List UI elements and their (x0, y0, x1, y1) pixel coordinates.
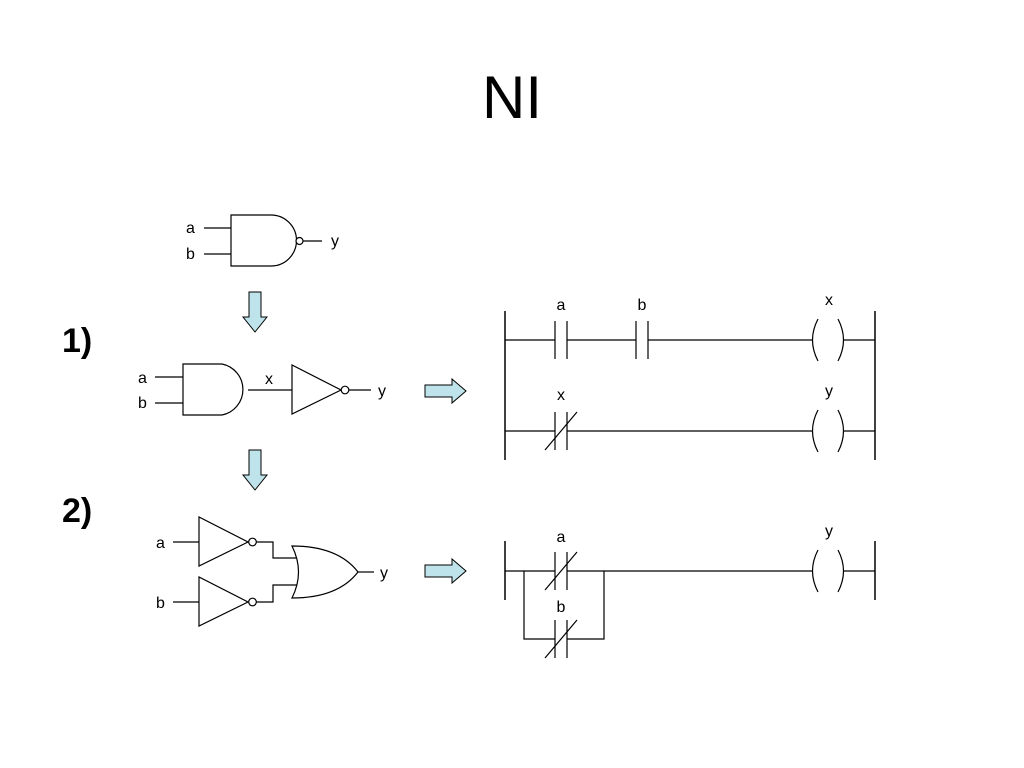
input-a-label: a (138, 370, 147, 387)
nand-output-y-label: y (331, 233, 339, 250)
contact-x-slash (544, 411, 578, 451)
coil-y-label: y (825, 383, 833, 400)
coil-y-label: y (825, 523, 833, 540)
coil-x-label: x (825, 292, 833, 309)
rung-2: x y (505, 383, 875, 453)
ladder-diagram-2: a b y (504, 523, 876, 659)
input-a-label: a (156, 535, 165, 552)
not-gate-b (198, 576, 250, 627)
contact-b-label: b (557, 599, 566, 616)
contact-a-label: a (557, 297, 566, 314)
parallel-branch (523, 571, 555, 640)
rung-1: a b x (505, 292, 875, 362)
coil-y (811, 409, 845, 453)
input-b-label: b (138, 395, 147, 412)
contact-x-label: x (557, 387, 565, 404)
nand-gate-body (230, 214, 298, 267)
not-bubble-b (248, 597, 257, 607)
step-1-label: 1) (62, 322, 92, 360)
coil-x (811, 318, 845, 362)
nand-input-b-label: b (186, 246, 195, 263)
contact-a-slash (544, 551, 578, 591)
ladder-diagram-1: a b x x y (504, 292, 876, 460)
nand-gate-diagram: a b y (186, 214, 339, 267)
slide-title: NI (482, 64, 542, 131)
down-arrow-1 (241, 291, 269, 333)
and-not-gate-diagram: a b x y (138, 363, 386, 416)
and-gate-body (182, 363, 244, 416)
parallel-branch-return (567, 571, 605, 640)
contact-b-label: b (638, 297, 647, 314)
not-bubble (340, 385, 350, 395)
wire-not-a-to-or (256, 541, 298, 559)
not-gate-a (198, 516, 250, 567)
output-y-label: y (378, 383, 386, 400)
nand-input-a-label: a (186, 220, 195, 237)
contact-a-label: a (557, 529, 566, 546)
output-y-label: y (380, 565, 388, 582)
right-arrow-2 (424, 557, 467, 585)
nand-bubble (295, 236, 304, 246)
not-bubble-a (248, 537, 257, 547)
not-or-gate-diagram: a b y (156, 516, 388, 627)
wire-not-b-to-or (256, 584, 298, 603)
coil-y (811, 549, 845, 593)
right-arrow-1 (424, 377, 467, 405)
contact-b-slash (544, 619, 578, 659)
step-2-label: 2) (62, 492, 92, 530)
not-gate-body (291, 364, 343, 415)
down-arrow-2 (241, 449, 269, 491)
intermediate-x-label: x (265, 371, 273, 388)
or-gate-body (291, 545, 359, 599)
input-b-label: b (156, 595, 165, 612)
